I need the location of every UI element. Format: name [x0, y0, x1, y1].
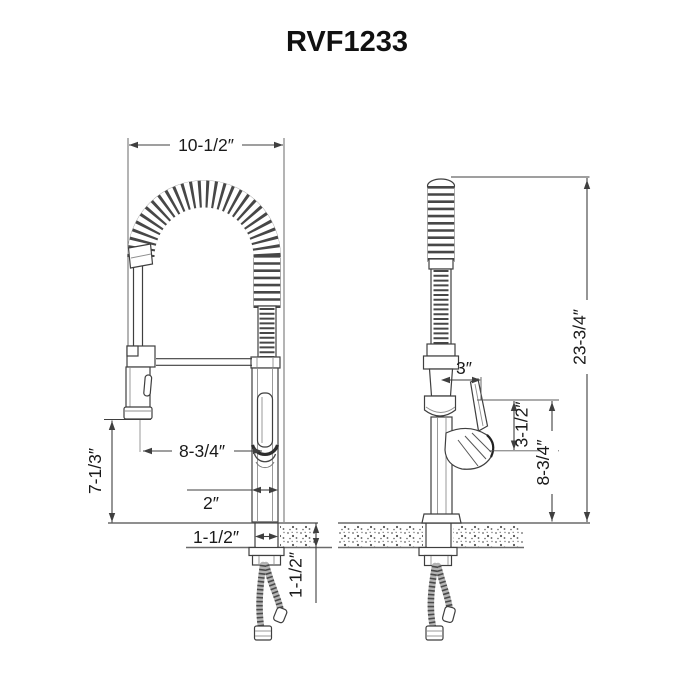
spring-coil-arch: [127, 180, 281, 308]
mounting-hardware: [248, 523, 285, 566]
spring-coil-column: [422, 178, 460, 370]
dimension-overall-width: 10-1/2″: [129, 133, 283, 156]
handle-lever: [444, 378, 495, 470]
dimension-overall-height: 23-3/4″: [451, 176, 596, 522]
dimension-wand-clearance: 7-1/3″: [85, 418, 151, 523]
overall-width-label: 10-1/2″: [178, 135, 234, 155]
wand-to-spout-label: 8-3/4″: [179, 441, 225, 461]
deck-thickness-label: 1-1/2″: [286, 552, 306, 598]
front-view: 10-1/2″ 7-1/3″ 8-3/4″ 2″: [85, 133, 332, 641]
handle-drop-label: 3-1/2″: [512, 401, 532, 447]
dimension-body-width: 2″: [187, 486, 278, 513]
mounting-hardware-side: [418, 523, 458, 567]
overall-height-label: 23-3/4″: [570, 309, 590, 365]
supply-hoses: [253, 561, 288, 641]
dimension-shank-width: 1-1/2″: [193, 527, 278, 547]
handle-reach-label: 3″: [456, 358, 472, 378]
dimension-handle-drop: 3-1/2″: [477, 399, 559, 452]
spout-height-label: 8-3/4″: [533, 439, 553, 485]
faucet-body-side: [421, 368, 462, 524]
dimension-wand-to-spout: 8-3/4″: [143, 440, 262, 461]
supply-hoses-side: [425, 562, 456, 641]
side-view: 3″ 3-1/2″ 8-3/4″ 23-3/4″: [338, 176, 596, 641]
ribbed-hose-section: [257, 305, 277, 359]
dimension-handle-reach: 3″: [441, 358, 482, 400]
faucet-body: [156, 356, 281, 523]
shank-width-label: 1-1/2″: [193, 527, 239, 547]
model-number: RVF1233: [286, 26, 408, 58]
page-title: RVF1233: [286, 26, 408, 58]
body-width-label: 2″: [203, 493, 219, 513]
wand-clearance-label: 7-1/3″: [85, 448, 105, 494]
spray-wand: [123, 243, 156, 452]
countertop-section-side: [338, 522, 590, 549]
dimension-deck-thickness: 1-1/2″: [286, 523, 320, 603]
dimension-spout-height: 8-3/4″: [533, 401, 558, 522]
